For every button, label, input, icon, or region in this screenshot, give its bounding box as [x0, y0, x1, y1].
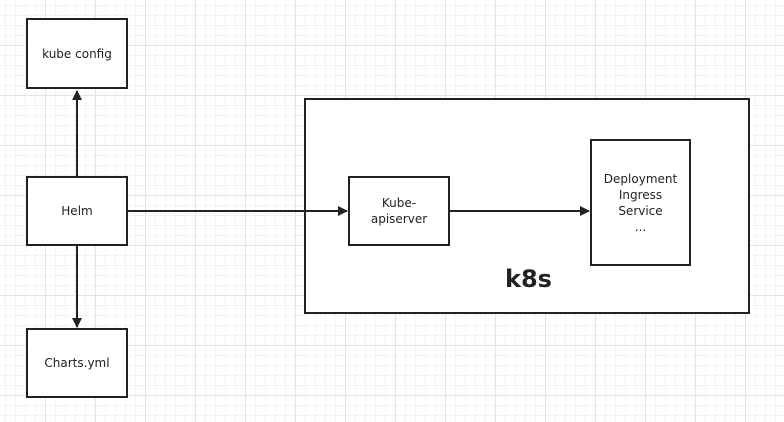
k8s-cluster-label: k8s — [505, 265, 552, 293]
node-charts[interactable]: Charts.yml — [26, 328, 128, 398]
node-kube-apiserver-line-1: Kube- — [381, 196, 417, 210]
node-kube-apiserver-line-2: apiserver — [370, 212, 428, 226]
node-resources-ingress: Ingress — [618, 187, 663, 202]
node-kube-apiserver[interactable]: Kube- apiserver — [348, 176, 450, 246]
node-charts-label: Charts.yml — [44, 356, 110, 370]
node-kube-config-label: kube config — [42, 46, 112, 61]
node-resources[interactable]: Deployment Ingress Service ... — [590, 139, 691, 266]
node-resources-deployment: Deployment — [603, 171, 678, 186]
node-resources-service: Service — [618, 203, 663, 218]
node-kube-config[interactable]: kube config — [26, 18, 128, 89]
node-helm[interactable]: Helm — [26, 176, 128, 246]
node-resources-ellipsis: ... — [634, 219, 647, 234]
node-helm-label: Helm — [61, 204, 93, 218]
